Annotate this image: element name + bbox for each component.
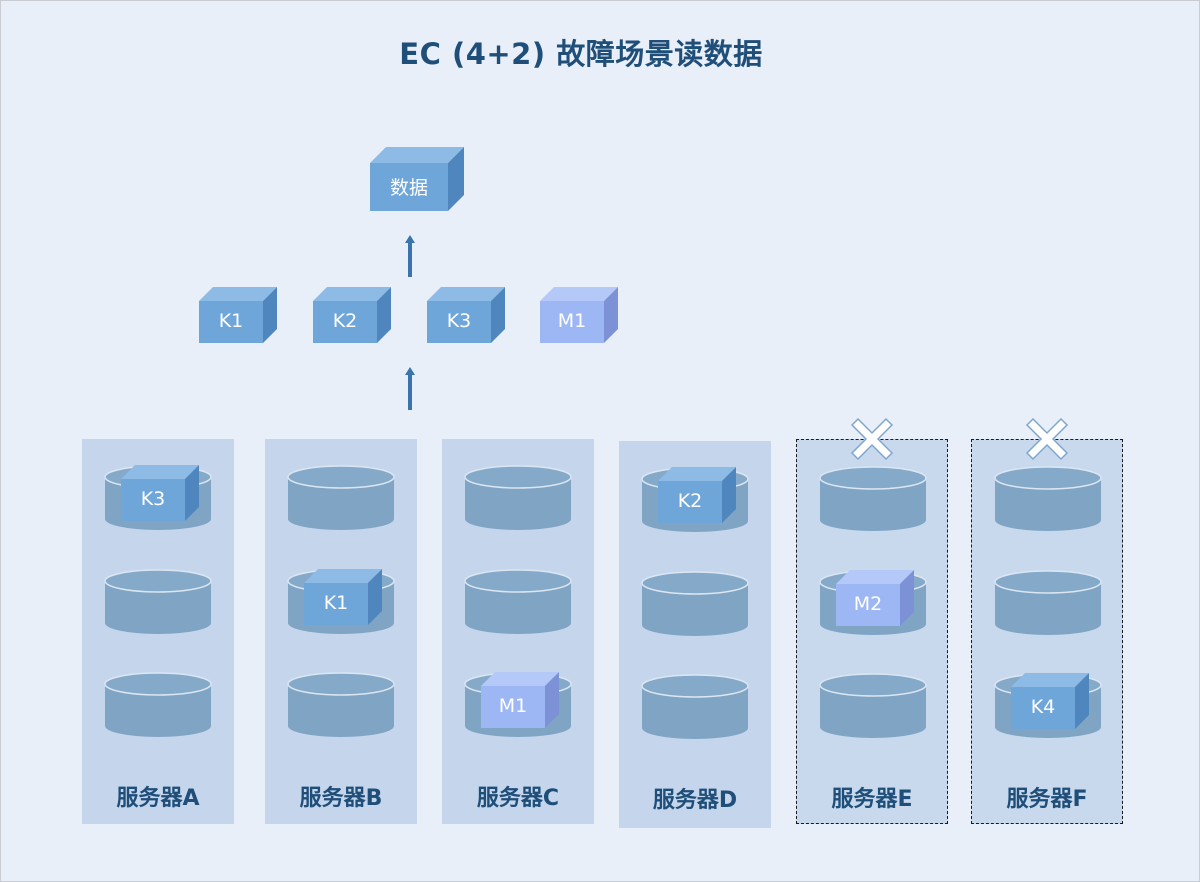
stored-block-m1: M1 (481, 672, 559, 728)
cube-icon (199, 287, 277, 343)
disk (464, 465, 572, 531)
cube-icon (540, 287, 618, 343)
read-block-k3: K3 (427, 287, 505, 343)
block-label: K2 (677, 490, 703, 512)
disk (104, 569, 212, 635)
up-arrow-icon (405, 235, 415, 277)
stored-block-m2: M2 (836, 570, 914, 626)
disk-icon (641, 571, 749, 636)
server-column: K1 服务器B (265, 439, 417, 824)
disk-icon (104, 672, 212, 737)
disk (819, 466, 927, 532)
read-block-k2: K2 (313, 287, 391, 343)
cube-icon (121, 465, 199, 521)
disk (641, 674, 749, 740)
cube-icon (481, 672, 559, 728)
disk (287, 465, 395, 531)
block-label: K4 (1030, 696, 1056, 718)
server-column: K4 服务器F (971, 417, 1123, 824)
cube-icon (427, 287, 505, 343)
disk-icon (104, 569, 212, 634)
disk (641, 571, 749, 637)
stored-block-k2: K2 (658, 467, 736, 523)
disk-icon (641, 674, 749, 739)
server-column: M2 服务器E (796, 417, 948, 824)
block-label: K2 (332, 310, 358, 332)
disk-icon (464, 569, 572, 634)
result-data-block: 数据 (370, 147, 464, 211)
disk-icon (287, 465, 395, 530)
x-mark-icon (850, 417, 894, 461)
cube-icon (304, 569, 382, 625)
disk-icon (994, 570, 1102, 635)
stored-block-k4: K4 (1011, 673, 1089, 729)
disk (104, 672, 212, 738)
up-arrow-icon (405, 367, 415, 410)
server-name: 服务器E (831, 787, 913, 812)
cube-icon (836, 570, 914, 626)
x-mark-icon (1025, 417, 1069, 461)
server-name: 服务器D (652, 788, 738, 813)
stored-block-k3: K3 (121, 465, 199, 521)
disk (819, 673, 927, 739)
read-block-k1: K1 (199, 287, 277, 343)
page-title: EC (4+2) 故障场景读数据 (399, 37, 763, 71)
block-label: K1 (323, 592, 349, 614)
block-label: K3 (140, 488, 166, 510)
disk-icon (819, 673, 927, 738)
disk (994, 466, 1102, 532)
cube-icon (658, 467, 736, 523)
disk-icon (287, 672, 395, 737)
cube-icon (1011, 673, 1089, 729)
server-name: 服务器B (299, 786, 383, 811)
block-label: K1 (218, 310, 244, 332)
server-name: 服务器C (476, 786, 560, 811)
cube-icon (313, 287, 391, 343)
disk (464, 569, 572, 635)
server-column: K3 服务器A (82, 439, 234, 824)
disk (287, 672, 395, 738)
server-column: K2 服务器D (619, 441, 771, 828)
stored-block-k1: K1 (304, 569, 382, 625)
result-block-label: 数据 (389, 177, 428, 199)
block-label: M1 (498, 695, 528, 717)
block-label: K3 (446, 310, 472, 332)
disk (994, 570, 1102, 636)
block-label: M2 (853, 593, 883, 615)
server-name: 服务器F (1006, 787, 1088, 812)
server-column: M1 服务器C (442, 439, 594, 824)
read-block-m1: M1 (540, 287, 618, 343)
block-label: M1 (557, 310, 587, 332)
server-name: 服务器A (116, 786, 200, 811)
cube-icon (370, 147, 464, 211)
disk-icon (464, 465, 572, 530)
disk-icon (994, 466, 1102, 531)
disk-icon (819, 466, 927, 531)
